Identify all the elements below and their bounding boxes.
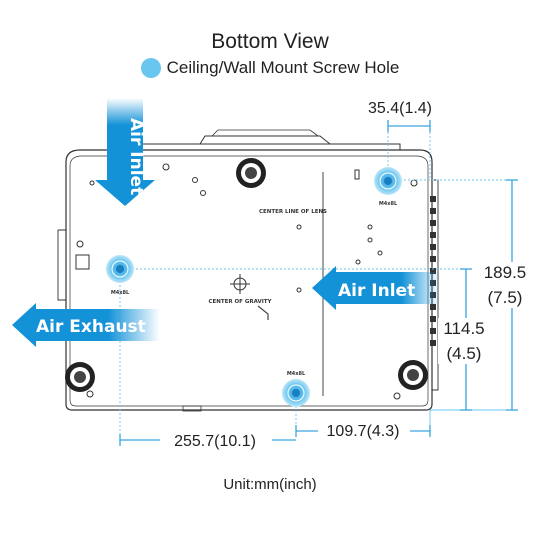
air-exhaust-label: Air Exhaust	[36, 317, 146, 337]
mount-screw-hole-left	[106, 255, 134, 283]
air-inlet-right-arrow: Air Inlet	[312, 266, 440, 310]
dim-right-outer-mm: 189.5	[484, 263, 527, 282]
screw-spec-label-bottom: M4x8L	[287, 371, 306, 377]
center-of-gravity-icon	[230, 274, 250, 294]
dim-bottom-left-label: 255.7(10.1)	[174, 433, 256, 450]
right-edge-guides	[429, 409, 516, 437]
page-title: Bottom View	[211, 30, 329, 53]
air-inlet-right-label: Air Inlet	[338, 281, 415, 301]
air-inlet-top-label: Air Inlet	[126, 118, 146, 195]
screw-spec-label-left: M4x8L	[111, 290, 130, 296]
dim-right-outer-bg	[476, 262, 540, 308]
guide-lines	[119, 120, 514, 446]
center-of-gravity-label: CENTER OF GRAVITY	[208, 299, 272, 305]
legend-label: Ceiling/Wall Mount Screw Hole	[166, 58, 400, 77]
screw-spec-label-top-right: M4x8L	[379, 201, 398, 207]
center-line-of-lens-label: CENTER LINE OF LENS	[259, 209, 327, 215]
screw-hole-legend-icon	[140, 58, 161, 78]
dim-bottom-right-label: 109.7(4.3)	[327, 423, 400, 440]
dim-right-inner-bg	[438, 318, 498, 364]
dim-right-outer-in: (7.5)	[488, 288, 523, 307]
dim-bottom-left-bg	[160, 428, 272, 452]
right-vent-slots	[430, 196, 436, 346]
dim-right-inner-mm: 114.5	[443, 319, 484, 338]
mount-screw-hole-bottom	[282, 379, 310, 407]
dim-top-right-bg	[358, 96, 442, 118]
dim-bottom-right-bg	[318, 419, 410, 441]
foot-bottom-right	[398, 360, 428, 390]
air-inlet-top-arrow: Air Inlet	[95, 98, 155, 206]
connector-port	[75, 254, 90, 270]
legend: Ceiling/Wall Mount Screw Hole	[0, 58, 540, 78]
small-holes	[76, 163, 418, 400]
unit-note: Unit:mm(inch)	[223, 476, 317, 493]
dim-top-right-label: 35.4(1.4)	[368, 100, 432, 117]
foot-bottom-left	[65, 362, 95, 392]
slot-mark	[354, 169, 360, 180]
dim-right-inner-in: (4.5)	[447, 344, 482, 363]
mount-screw-hole-top-right	[374, 167, 402, 195]
foot-top-center	[236, 158, 266, 188]
hook-mark	[257, 305, 269, 320]
air-exhaust-arrow: Air Exhaust	[12, 303, 160, 347]
